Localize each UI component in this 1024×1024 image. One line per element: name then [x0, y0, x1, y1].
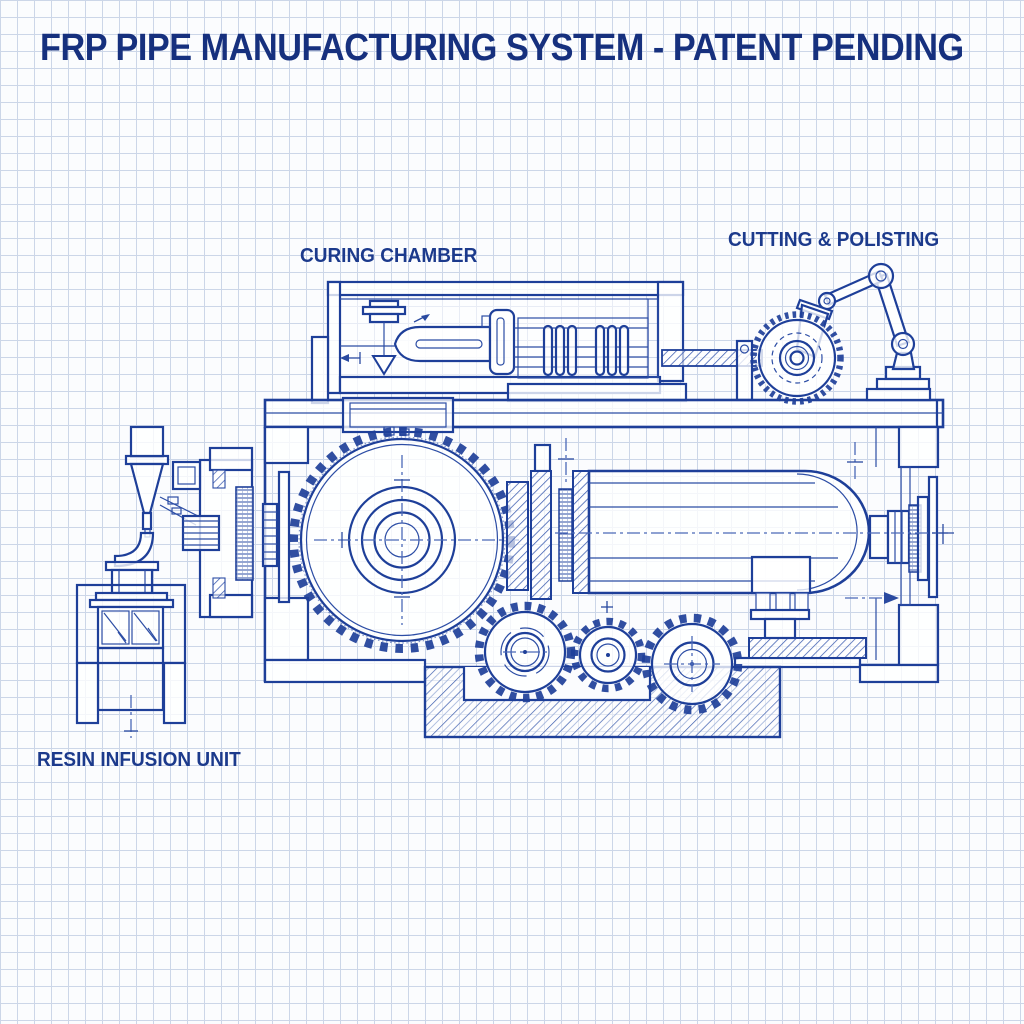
support-block: [748, 637, 867, 659]
arm-joint-icon: [867, 262, 895, 290]
heater-rings: [542, 324, 630, 377]
gear-2: [570, 617, 646, 693]
bearing-block: [341, 396, 455, 434]
tailstock: [868, 466, 939, 606]
flow-arrow-icon: [371, 355, 397, 376]
centerlines: [555, 442, 954, 604]
label-curing-chamber: CURING CHAMBER: [300, 245, 478, 267]
coupling-discs: [506, 438, 590, 600]
drawing-title: FRP PIPE MANUFACTURING SYSTEM - PATENT P…: [40, 27, 964, 69]
curing-chamber: [310, 280, 688, 405]
cutting-polishing-unit: [750, 262, 932, 405]
pipe-cylinder: [587, 469, 871, 640]
segmented-strip: [261, 502, 279, 568]
saddle-bracket: [750, 555, 812, 595]
resin-infusion-unit: [75, 425, 187, 738]
small-arrow: [413, 314, 430, 323]
feed-direction-arrow: [845, 592, 899, 604]
feed-assembly: [159, 446, 291, 619]
hopper: [129, 425, 165, 459]
saw-blade: [750, 311, 844, 405]
control-panel: [96, 605, 165, 650]
pipe-mandrel: [393, 325, 492, 363]
knurled-roller: [235, 486, 254, 581]
gear-train: [474, 601, 743, 715]
clamp-block: [488, 308, 516, 376]
machine-frame: [263, 396, 945, 684]
dimension-arrow: [340, 352, 361, 364]
gear-datum-mark: [585, 601, 613, 633]
hopper-cone: [129, 462, 165, 515]
gear-3: [641, 613, 743, 715]
resin-nozzle: [361, 299, 407, 376]
robotic-arm: [795, 262, 932, 402]
slat-stack: [181, 514, 221, 552]
arm-elbow-icon: [890, 331, 916, 357]
main-drive-gear: [289, 427, 520, 653]
label-resin-infusion: RESIN INFUSION UNIT: [37, 749, 241, 771]
label-cutting-polishing: CUTTING & POLISTING: [728, 229, 940, 251]
saw-drive-shaft: [661, 339, 763, 402]
knurled-coupling: [558, 488, 573, 582]
